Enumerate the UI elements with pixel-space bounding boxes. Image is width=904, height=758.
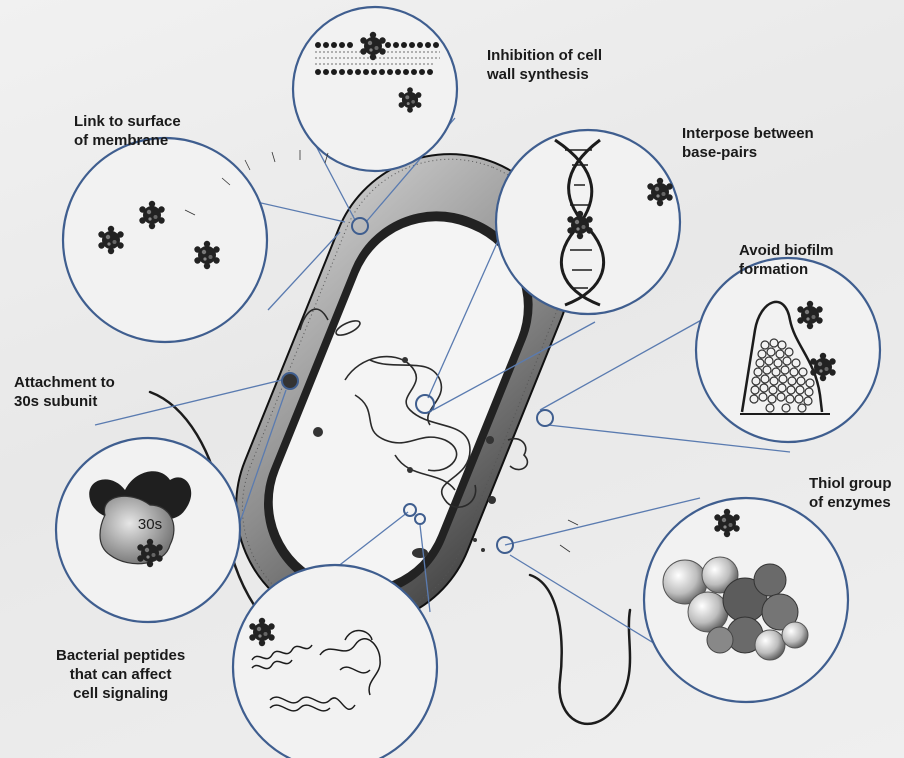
callout-peptides (233, 565, 437, 758)
label-membrane: Link to surface of membrane (74, 112, 181, 150)
label-ribosome: Attachment to 30s subunit (14, 373, 115, 411)
callout-membrane (63, 138, 267, 342)
callout-thiol (644, 498, 848, 702)
ribosome-tag: 30s (138, 516, 162, 533)
label-base-pairs: Interpose between base-pairs (682, 124, 814, 162)
label-biofilm: Avoid biofilm formation (739, 241, 833, 279)
callout-biofilm (696, 258, 880, 442)
callout-base-pairs (496, 130, 680, 314)
callout-cell-wall (293, 7, 457, 171)
label-cell-wall: Inhibition of cell wall synthesis (487, 46, 602, 84)
label-peptides: Bacterial peptides that can affect cell … (56, 646, 185, 703)
callout-ribosome: 30s (56, 438, 240, 622)
label-thiol: Thiol group of enzymes (809, 474, 891, 512)
